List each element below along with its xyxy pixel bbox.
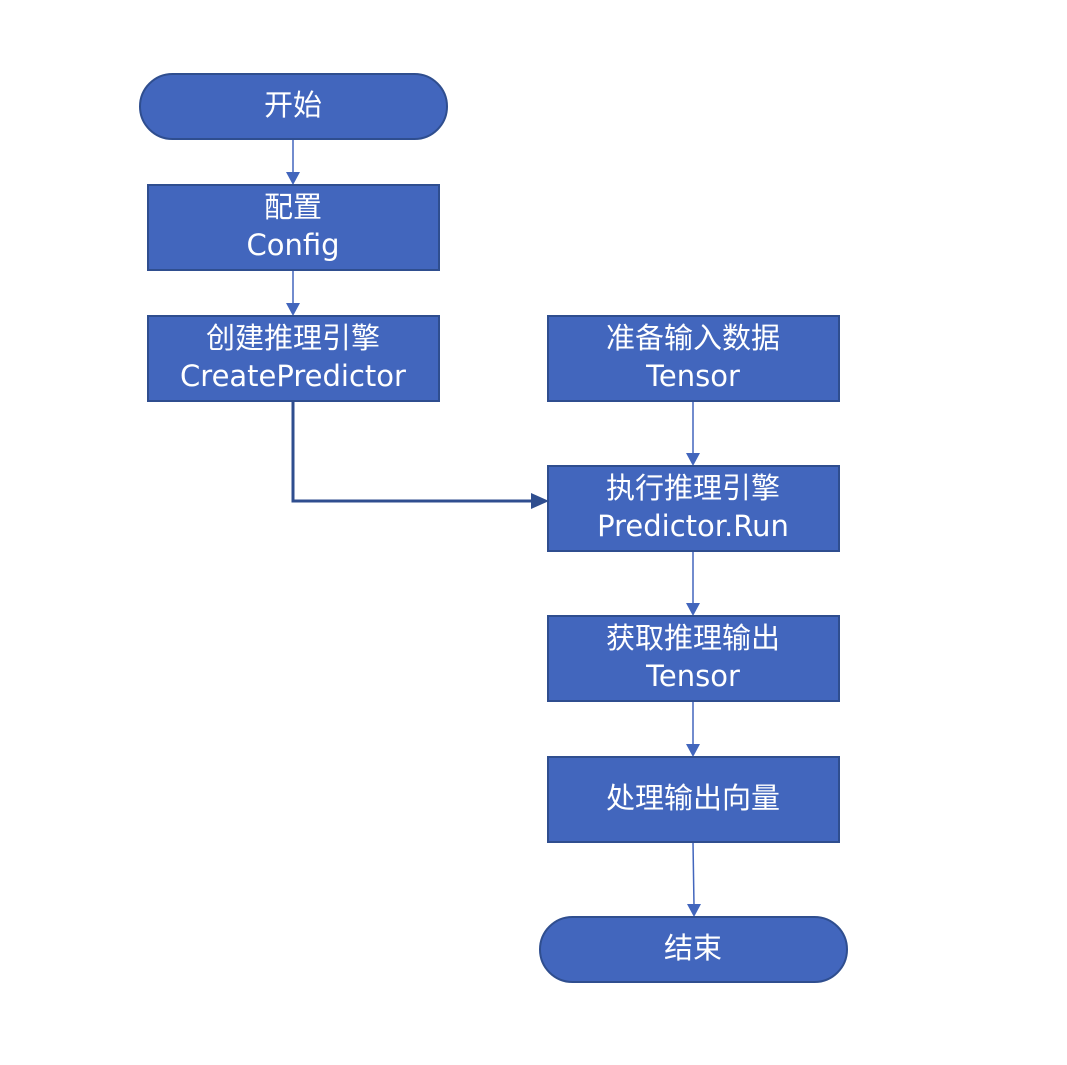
node-config-label-line2: Config [246,228,339,262]
edge-prepare-input-to-run-predictor [686,401,700,466]
node-end-label: 结束 [664,931,722,965]
node-config-label-line1: 配置 [264,190,322,224]
edge-process-output-to-end [687,841,701,917]
node-prepare-input: 准备输入数据 Tensor [547,315,840,402]
node-end: 结束 [539,916,848,983]
node-start: 开始 [139,73,448,140]
process-shape [147,315,440,402]
edge-config-to-create-predictor [286,270,300,316]
node-run-predictor-label-line1: 执行推理引擎 [606,471,780,505]
terminator-shape [139,73,448,140]
node-process-output-label: 处理输出向量 [606,781,780,815]
node-create-predictor-label-line1: 创建推理引擎 [206,321,380,355]
node-config: 配置 Config [147,184,440,271]
node-create-predictor: 创建推理引擎 CreatePredictor [147,315,440,402]
node-run-predictor: 执行推理引擎 Predictor.Run [547,465,840,552]
edge-create-predictor-to-run-predictor [291,401,549,509]
node-get-output-label-line2: Tensor [645,659,740,693]
node-process-output: 处理输出向量 [547,756,840,843]
node-get-output-label-line1: 获取推理输出 [606,621,780,655]
node-prepare-input-label-line1: 准备输入数据 [606,321,780,355]
node-create-predictor-label-line2: CreatePredictor [180,359,406,393]
process-shape [547,756,840,843]
edge-run-predictor-to-get-output [686,551,700,616]
edge-start-to-config [286,139,300,185]
node-get-output: 获取推理输出 Tensor [547,615,840,702]
node-run-predictor-label-line2: Predictor.Run [597,509,789,543]
process-shape [547,465,840,552]
process-shape [547,315,840,402]
terminator-shape [539,916,848,983]
node-start-label: 开始 [264,88,322,122]
edge-get-output-to-process-output [686,701,700,757]
node-prepare-input-label-line2: Tensor [645,359,740,393]
process-shape [547,615,840,702]
edges [286,139,701,917]
process-shape [147,184,440,271]
